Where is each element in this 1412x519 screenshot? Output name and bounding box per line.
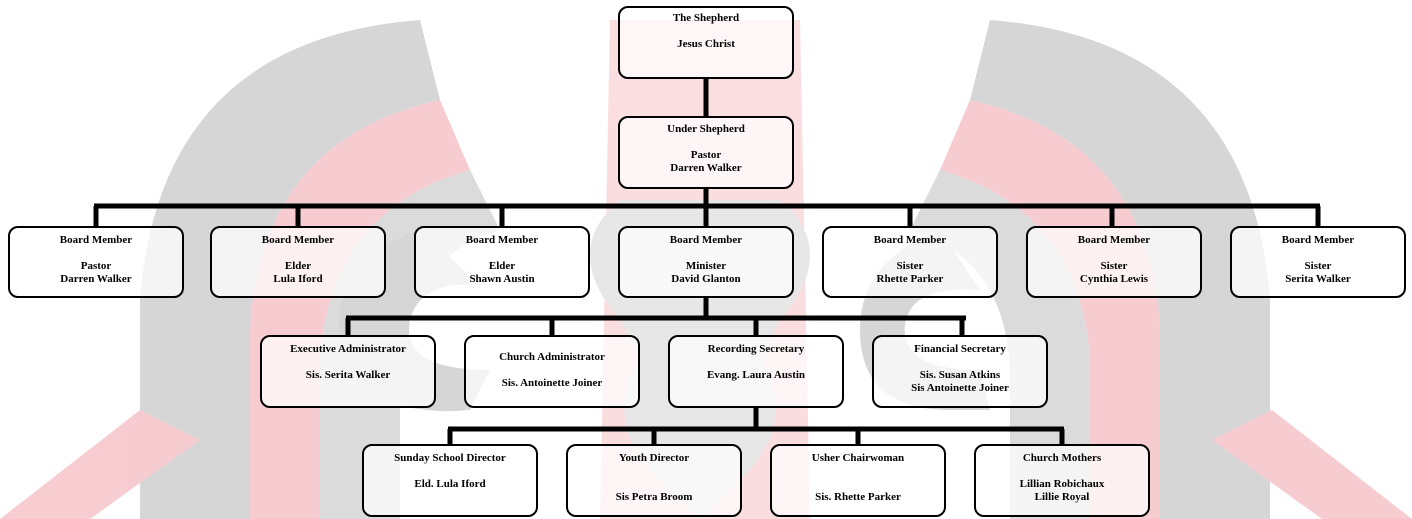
director-name: Sis Petra Broom: [615, 491, 693, 503]
officer-name: Sis. Susan Atkins: [919, 369, 1001, 381]
board-member-box: Board Member Pastor Darren Walker: [8, 226, 184, 298]
shepherd-title: The Shepherd: [672, 12, 740, 24]
director-name: Sis. Rhette Parker: [815, 491, 901, 503]
board-member-box: Board Member Sister Serita Walker: [1230, 226, 1406, 298]
under-shepherd-box: Under Shepherd Pastor Darren Walker: [618, 116, 794, 189]
director-title: Youth Director: [618, 452, 690, 464]
director-name-2: Lillie Royal: [1034, 491, 1090, 503]
board-member-title: Board Member: [59, 234, 133, 246]
board-member-box: Board Member Sister Cynthia Lewis: [1026, 226, 1202, 298]
director-title: Usher Chairwoman: [811, 452, 905, 464]
shepherd-box: The Shepherd Jesus Christ: [618, 6, 794, 79]
board-member-title: Board Member: [1281, 234, 1355, 246]
director-box: Sunday School Director Eld. Lula Iford: [362, 444, 538, 517]
board-member-box: Board Member Elder Lula Iford: [210, 226, 386, 298]
under-shepherd-title: Under Shepherd: [667, 123, 745, 135]
board-member-name: Shawn Austin: [469, 273, 535, 285]
board-member-box: Board Member Minister David Glanton: [618, 226, 794, 298]
officer-box: Financial Secretary Sis. Susan Atkins Si…: [872, 335, 1048, 408]
shepherd-name: Jesus Christ: [677, 38, 735, 50]
director-box: Usher Chairwoman Sis. Rhette Parker: [770, 444, 946, 517]
officer-name-2: Sis Antoinette Joiner: [911, 382, 1009, 394]
board-member-role: Minister: [685, 260, 727, 272]
board-member-title: Board Member: [873, 234, 947, 246]
board-member-name: Lula Iford: [273, 273, 323, 285]
officer-box: Church Administrator Sis. Antoinette Joi…: [464, 335, 640, 408]
director-name: Eld. Lula Iford: [414, 478, 486, 490]
board-member-name: Darren Walker: [60, 273, 132, 285]
board-member-name: Serita Walker: [1285, 273, 1351, 285]
board-member-box: Board Member Sister Rhette Parker: [822, 226, 998, 298]
officer-name: Sis. Serita Walker: [305, 369, 391, 381]
board-member-title: Board Member: [465, 234, 539, 246]
board-member-name: David Glanton: [671, 273, 741, 285]
board-member-name: Cynthia Lewis: [1079, 273, 1149, 285]
officer-title: Financial Secretary: [914, 343, 1006, 355]
officer-title: Church Administrator: [499, 351, 605, 363]
director-title: Church Mothers: [1022, 452, 1102, 464]
officer-title: Recording Secretary: [707, 343, 805, 355]
board-member-role: Elder: [488, 260, 516, 272]
board-member-role: Sister: [1100, 260, 1128, 272]
board-member-role: Sister: [1304, 260, 1332, 272]
director-box: Youth Director Sis Petra Broom: [566, 444, 742, 517]
director-name: Lillian Robichaux: [1019, 478, 1105, 490]
officer-name: Evang. Laura Austin: [706, 369, 806, 381]
board-member-title: Board Member: [261, 234, 335, 246]
board-member-role: Elder: [284, 260, 312, 272]
board-member-name: Rhette Parker: [876, 273, 944, 285]
director-title: Sunday School Director: [394, 452, 506, 464]
board-member-title: Board Member: [1077, 234, 1151, 246]
under-shepherd-role: Pastor: [690, 149, 722, 161]
board-member-role: Pastor: [80, 260, 112, 272]
board-member-role: Sister: [896, 260, 924, 272]
officer-name: Sis. Antoinette Joiner: [501, 377, 603, 389]
officer-title: Executive Administrator: [290, 343, 406, 355]
board-member-box: Board Member Elder Shawn Austin: [414, 226, 590, 298]
officer-box: Executive Administrator Sis. Serita Walk…: [260, 335, 436, 408]
officer-box: Recording Secretary Evang. Laura Austin: [668, 335, 844, 408]
director-box: Church Mothers Lillian Robichaux Lillie …: [974, 444, 1150, 517]
board-member-title: Board Member: [669, 234, 743, 246]
under-shepherd-name: Darren Walker: [670, 162, 742, 174]
